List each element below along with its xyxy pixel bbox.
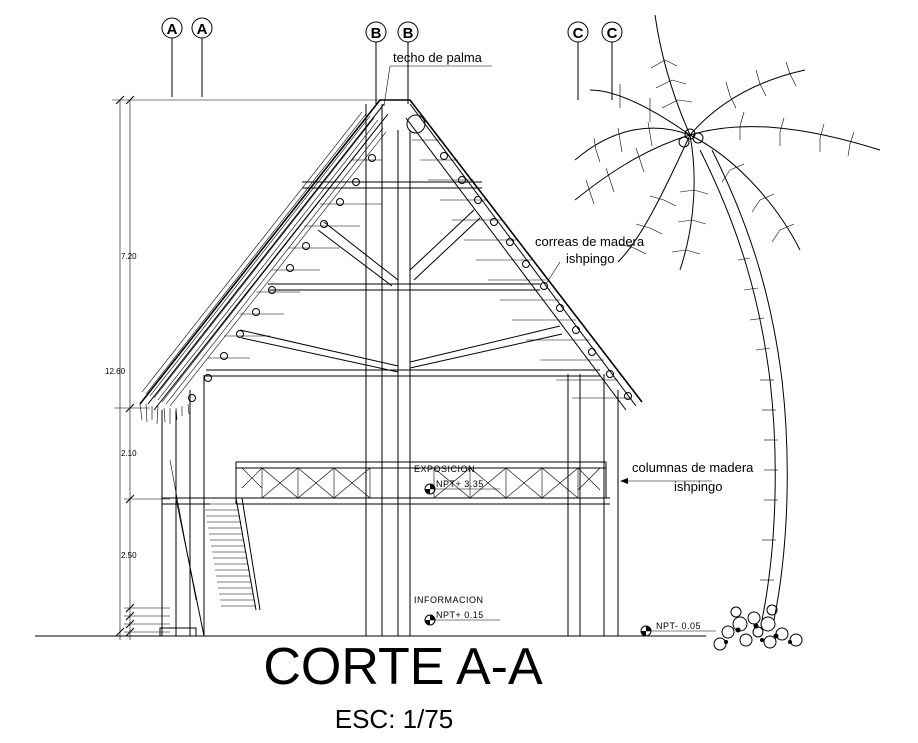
columns-annotation: columnas de madera ishpingo <box>620 460 754 494</box>
palm-tree <box>574 14 881 651</box>
stair <box>159 459 261 637</box>
dimension-chain: 7.20 12.60 2.10 2.50 <box>105 95 380 640</box>
palm-thatch <box>141 111 387 407</box>
grid-axis-c2: C <box>601 21 623 100</box>
svg-text:techo de palma: techo de palma <box>393 50 483 65</box>
svg-text:EXPOSICION: EXPOSICION <box>414 464 475 474</box>
svg-text:INFORMACION: INFORMACION <box>414 595 484 605</box>
svg-text:B: B <box>403 25 414 42</box>
dim-total: 12.60 <box>105 367 126 376</box>
svg-text:NPT+ 0.15: NPT+ 0.15 <box>436 610 484 620</box>
level-marker-informacion: INFORMACION NPT+ 0.15 <box>414 595 500 626</box>
svg-text:ishpingo: ishpingo <box>566 251 614 266</box>
dim-mid: 2.10 <box>121 449 137 458</box>
grid-axis-b1: B <box>365 21 387 104</box>
drawing-title: CORTE A-A <box>263 638 543 696</box>
svg-text:A: A <box>197 21 208 38</box>
level-marker-exterior: NPT- 0.05 <box>640 621 716 637</box>
timber-structure <box>139 99 643 636</box>
grid-axis-b2: B <box>397 21 419 104</box>
svg-text:C: C <box>573 25 584 42</box>
purlins-annotation: correas de madera ishpingo <box>535 234 645 285</box>
svg-text:NPT+ 3.35: NPT+ 3.35 <box>436 479 484 489</box>
level-marker-exposicion: EXPOSICION NPT+ 3.35 <box>414 464 500 495</box>
svg-text:B: B <box>371 25 382 42</box>
dim-lower: 2.50 <box>121 551 137 560</box>
mezzanine-railing <box>241 467 601 499</box>
drawing-scale: ESC: 1/75 <box>335 704 454 734</box>
svg-text:C: C <box>607 25 618 42</box>
grid-axis-a1: A <box>161 17 183 97</box>
svg-text:A: A <box>167 21 178 38</box>
svg-text:columnas de madera: columnas de madera <box>632 460 754 475</box>
svg-text:correas de madera: correas de madera <box>535 234 645 249</box>
grid-axis-a2: A <box>191 17 213 97</box>
svg-text:NPT- 0.05: NPT- 0.05 <box>656 621 701 631</box>
dim-upper: 7.20 <box>121 252 137 261</box>
svg-text:ishpingo: ishpingo <box>674 479 722 494</box>
grid-axis-c1: C <box>567 21 589 100</box>
roof-annotation: techo de palma <box>383 50 492 107</box>
